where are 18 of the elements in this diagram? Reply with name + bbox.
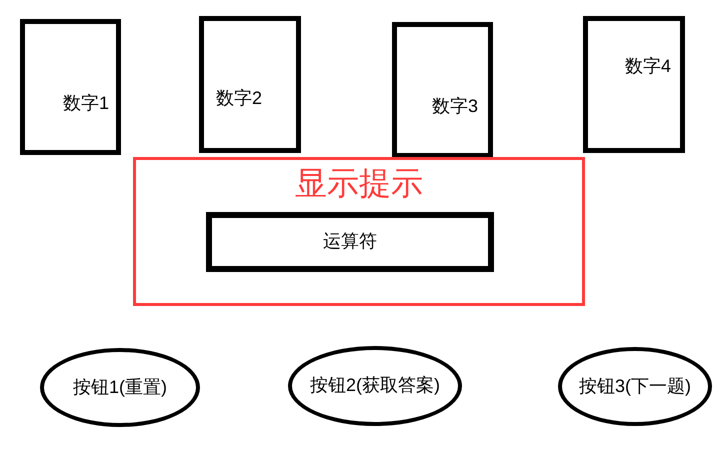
- button-label: 按钮2(获取答案): [310, 375, 440, 397]
- button-ellipse: [558, 347, 712, 426]
- number-label: 数字2: [216, 88, 262, 110]
- button-ellipse: [40, 348, 200, 427]
- number-card: [583, 16, 685, 153]
- number-card: [20, 19, 121, 155]
- number-label: 数字4: [625, 56, 672, 78]
- number-card: [392, 22, 493, 158]
- operator-box: [206, 212, 494, 272]
- hint-panel: [133, 157, 585, 306]
- number-label: 数字3: [432, 96, 478, 118]
- button-label: 按钮1(重置): [73, 376, 167, 398]
- button-label: 按钮3(下一题): [579, 376, 691, 398]
- number-card: [199, 16, 301, 153]
- hint-text: 显示提示: [295, 166, 423, 202]
- operator-label: 运算符: [323, 231, 377, 253]
- button-ellipse: [288, 346, 462, 426]
- number-label: 数字1: [63, 93, 110, 115]
